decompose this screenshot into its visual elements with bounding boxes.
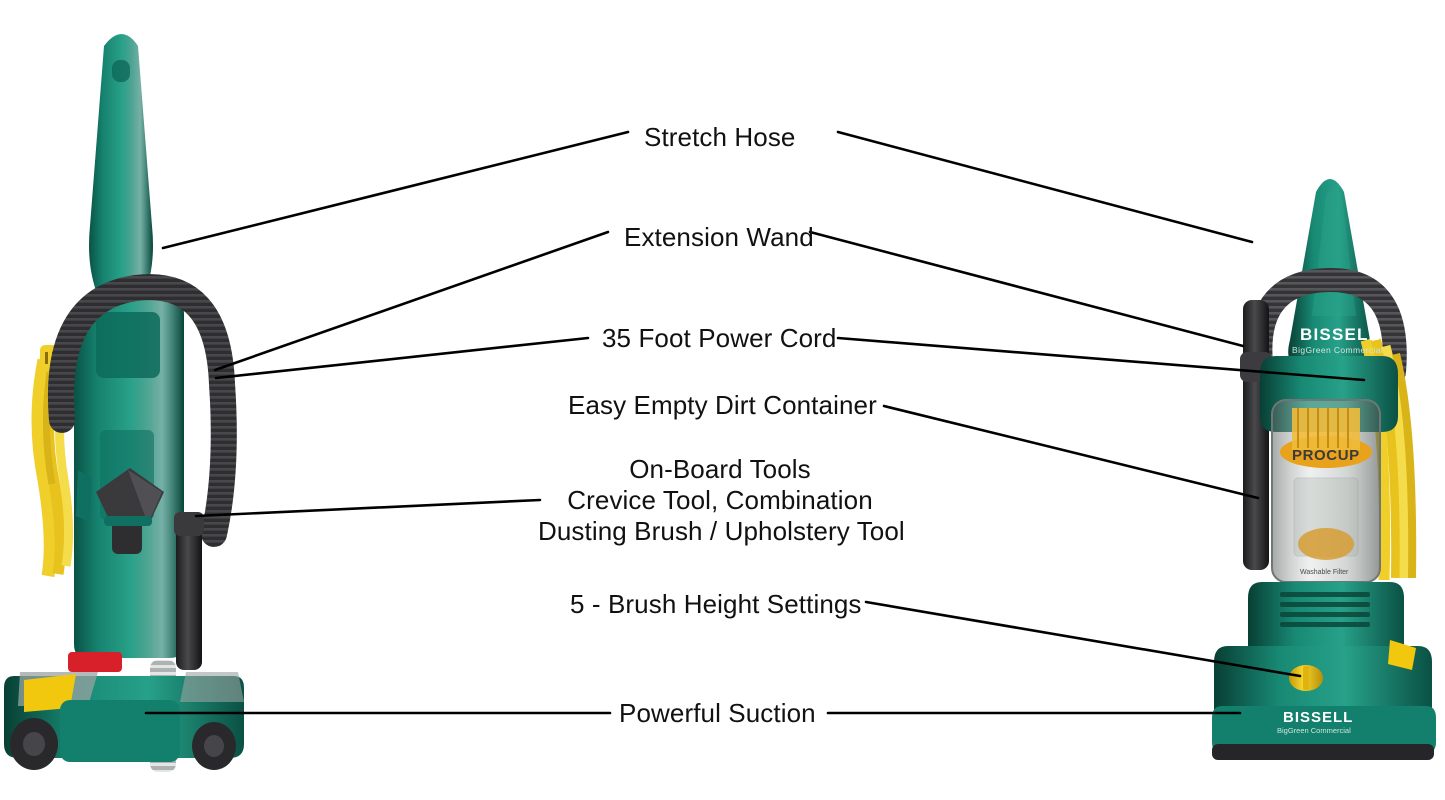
- on-board-tool: [96, 468, 164, 554]
- callout-on-board-tools-line1: On-Board Tools: [629, 454, 811, 484]
- dirt-cup-label: PROCUP: [1292, 447, 1360, 464]
- leader-stretch-hose-left: [161, 130, 630, 250]
- callout-on-board-tools-line2: Crevice Tool, Combination: [567, 485, 873, 515]
- extension-wand: [1243, 300, 1269, 570]
- leader-stretch-hose-right: [836, 130, 1254, 244]
- callout-on-board-tools-line3: Dusting Brush / Upholstery Tool: [538, 516, 905, 546]
- dirt-container: PROCUP Washable Filter: [1271, 399, 1381, 583]
- leader-brush-height: [864, 600, 1302, 678]
- callout-stretch-hose: Stretch Hose: [644, 122, 796, 152]
- callout-brush-height: 5 - Brush Height Settings: [570, 589, 862, 619]
- leader-extension-wand-left: [213, 230, 610, 372]
- leader-lines: [144, 130, 1366, 715]
- leader-power-cord-left: [214, 336, 590, 380]
- vacuum-front-view: BISSELL BigGreen Commercial PROCUP: [1212, 179, 1436, 760]
- callout-dirt-container: Easy Empty Dirt Container: [568, 390, 877, 420]
- vent-grille: [1280, 592, 1370, 627]
- leader-on-board-tools: [194, 498, 542, 518]
- filter-label: Washable Filter: [1300, 569, 1349, 576]
- stretch-hose: [48, 274, 237, 547]
- sub-brand-logo-top: BigGreen Commercial: [1292, 345, 1383, 355]
- power-switch: [68, 652, 122, 672]
- callout-on-board-tools: On-Board Tools Crevice Tool, Combination…: [538, 454, 905, 547]
- leader-extension-wand-right: [808, 230, 1245, 348]
- brand-logo-base: BISSELL: [1283, 709, 1353, 726]
- vacuum-side-view: [4, 34, 244, 772]
- sub-brand-logo-base: BigGreen Commercial: [1277, 726, 1351, 735]
- leader-power-cord-right: [836, 336, 1366, 382]
- extension-wand: [176, 520, 202, 670]
- height-adjust-pedal: [24, 674, 76, 712]
- brand-logo-top: BISSELL: [1300, 325, 1380, 344]
- leader-dirt-container: [882, 404, 1260, 500]
- callout-extension-wand: Extension Wand: [624, 222, 814, 252]
- callout-power-cord: 35 Foot Power Cord: [602, 323, 837, 353]
- callout-powerful-suction: Powerful Suction: [619, 698, 816, 728]
